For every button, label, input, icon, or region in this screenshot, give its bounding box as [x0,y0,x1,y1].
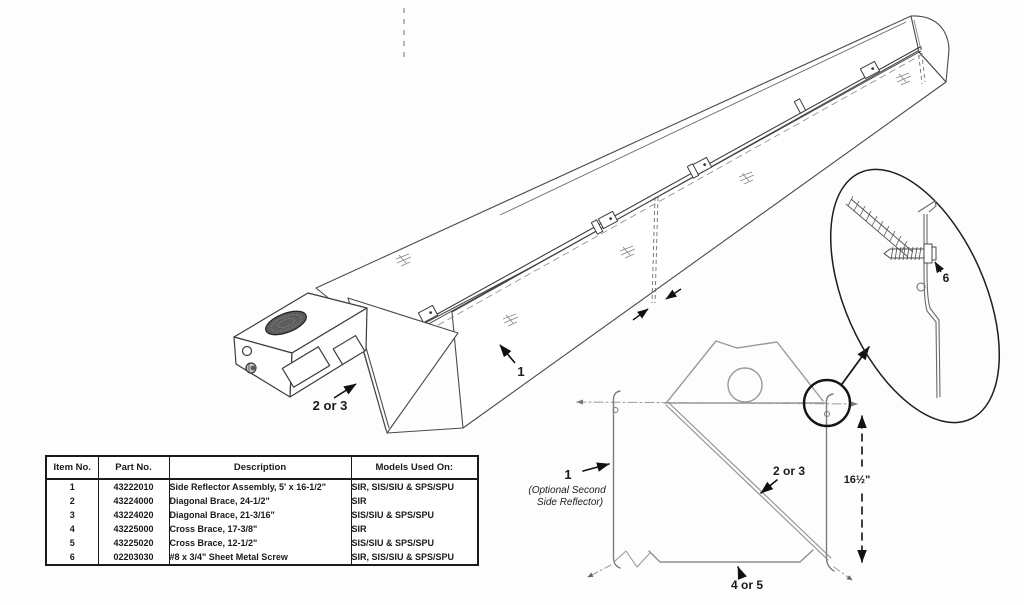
section-burner-tube [727,367,763,403]
mounting-rail [384,46,922,353]
diagonal-brace [361,343,390,431]
table-row: 4 43225000 Cross Brace, 17-3/8" SIR [46,522,478,536]
main-reflector-assembly [233,8,950,434]
table-row: 3 43224020 Diagonal Brace, 21-3/16" SIS/… [46,508,478,522]
cell-item-no: 4 [69,523,75,534]
vent-grill [265,310,307,336]
cell-models: SIS/SIU & SPS/SPU [350,536,478,550]
cell-item-no: 2 [69,495,75,506]
cell-models: SIR, SIS/SIU & SPS/SPU [350,479,478,494]
detail-oval [829,168,1001,424]
cell-part-no: 43224000 [97,494,169,508]
cell-item-no: 6 [69,551,75,562]
callout-screw: 6 [943,271,950,285]
cell-part-no: 43222010 [97,479,169,494]
magnified-detail-view [829,168,1001,424]
cell-part-no: 43224020 [97,508,169,522]
header-models: Models Used On: [350,456,478,480]
callout-side-reflector: 1 [517,364,524,379]
surface-squiggles [395,72,912,327]
cell-models: SIR, SIS/SIU & SPS/SPU [350,550,478,565]
callout-optional-reflector: 1 [564,467,571,482]
side-reflector-panel [451,50,947,429]
header-part-no: Part No. [97,456,169,480]
parts-table: Item No. Part No. Description Models Use… [45,455,479,566]
cell-description: Cross Brace, 12-1/2" [168,536,351,550]
gas-inlet-knob [245,362,257,374]
dimension-label-bg [838,471,878,486]
cell-models: SIR [350,494,478,508]
callout-cross-brace: 4 or 5 [731,578,763,592]
detail-reflector-edge [916,200,941,399]
break-symbol [614,550,651,568]
cell-models: SIR [350,522,478,536]
optional-caption-line1: (Optional Second [528,485,606,496]
optional-caption-line2: Side Reflector) [537,497,603,508]
sight-hole [241,345,253,357]
cell-description: Diagonal Brace, 24-1/2" [168,494,351,508]
callout-diagonal-brace-main: 2 or 3 [313,398,348,413]
height-dimension-label: 16½" [844,474,871,486]
cell-item-no: 3 [69,509,75,520]
section-diagonal-brace [665,402,832,561]
section-right-reflector [824,393,835,572]
detail-screw [883,243,937,264]
header-item-no: Item No. [46,456,98,480]
header-description: Description [168,456,351,480]
cell-description: Cross Brace, 17-3/8" [168,522,351,536]
table-row: 2 43224000 Diagonal Brace, 24-1/2" SIR [46,494,478,508]
section-left-reflector [612,390,621,569]
section-heater-body [666,340,824,403]
burner-control-box [233,292,368,398]
cell-description: #8 x 3/4" Sheet Metal Screw [168,550,351,565]
cell-part-no: 43225000 [97,522,169,536]
cell-part-no: 02203030 [97,550,169,565]
detail-canopy-edge [845,195,914,258]
table-row: 5 43225020 Cross Brace, 12-1/2" SIS/SIU … [46,536,478,550]
table-row: 1 43222010 Side Reflector Assembly, 5' x… [46,479,478,494]
cell-description: Side Reflector Assembly, 5' x 16-1/2" [168,479,351,494]
end-cap [910,15,950,83]
label-plate-small [332,334,366,366]
cell-description: Diagonal Brace, 21-3/16" [168,508,351,522]
section-cross-brace [648,549,814,563]
cell-part-no: 43225020 [97,536,169,550]
callout-diagonal-brace-section: 2 or 3 [773,464,805,478]
cell-item-no: 1 [69,481,75,492]
label-plate-large [281,346,331,388]
detail-circle [802,378,852,428]
cell-item-no: 5 [69,537,75,548]
parts-table-header-row: Item No. Part No. Description Models Use… [46,456,478,480]
cell-models: SIS/SIU & SPS/SPU [350,508,478,522]
cross-section-view [576,340,870,581]
table-row: 6 02203030 #8 x 3/4" Sheet Metal Screw S… [46,550,478,565]
